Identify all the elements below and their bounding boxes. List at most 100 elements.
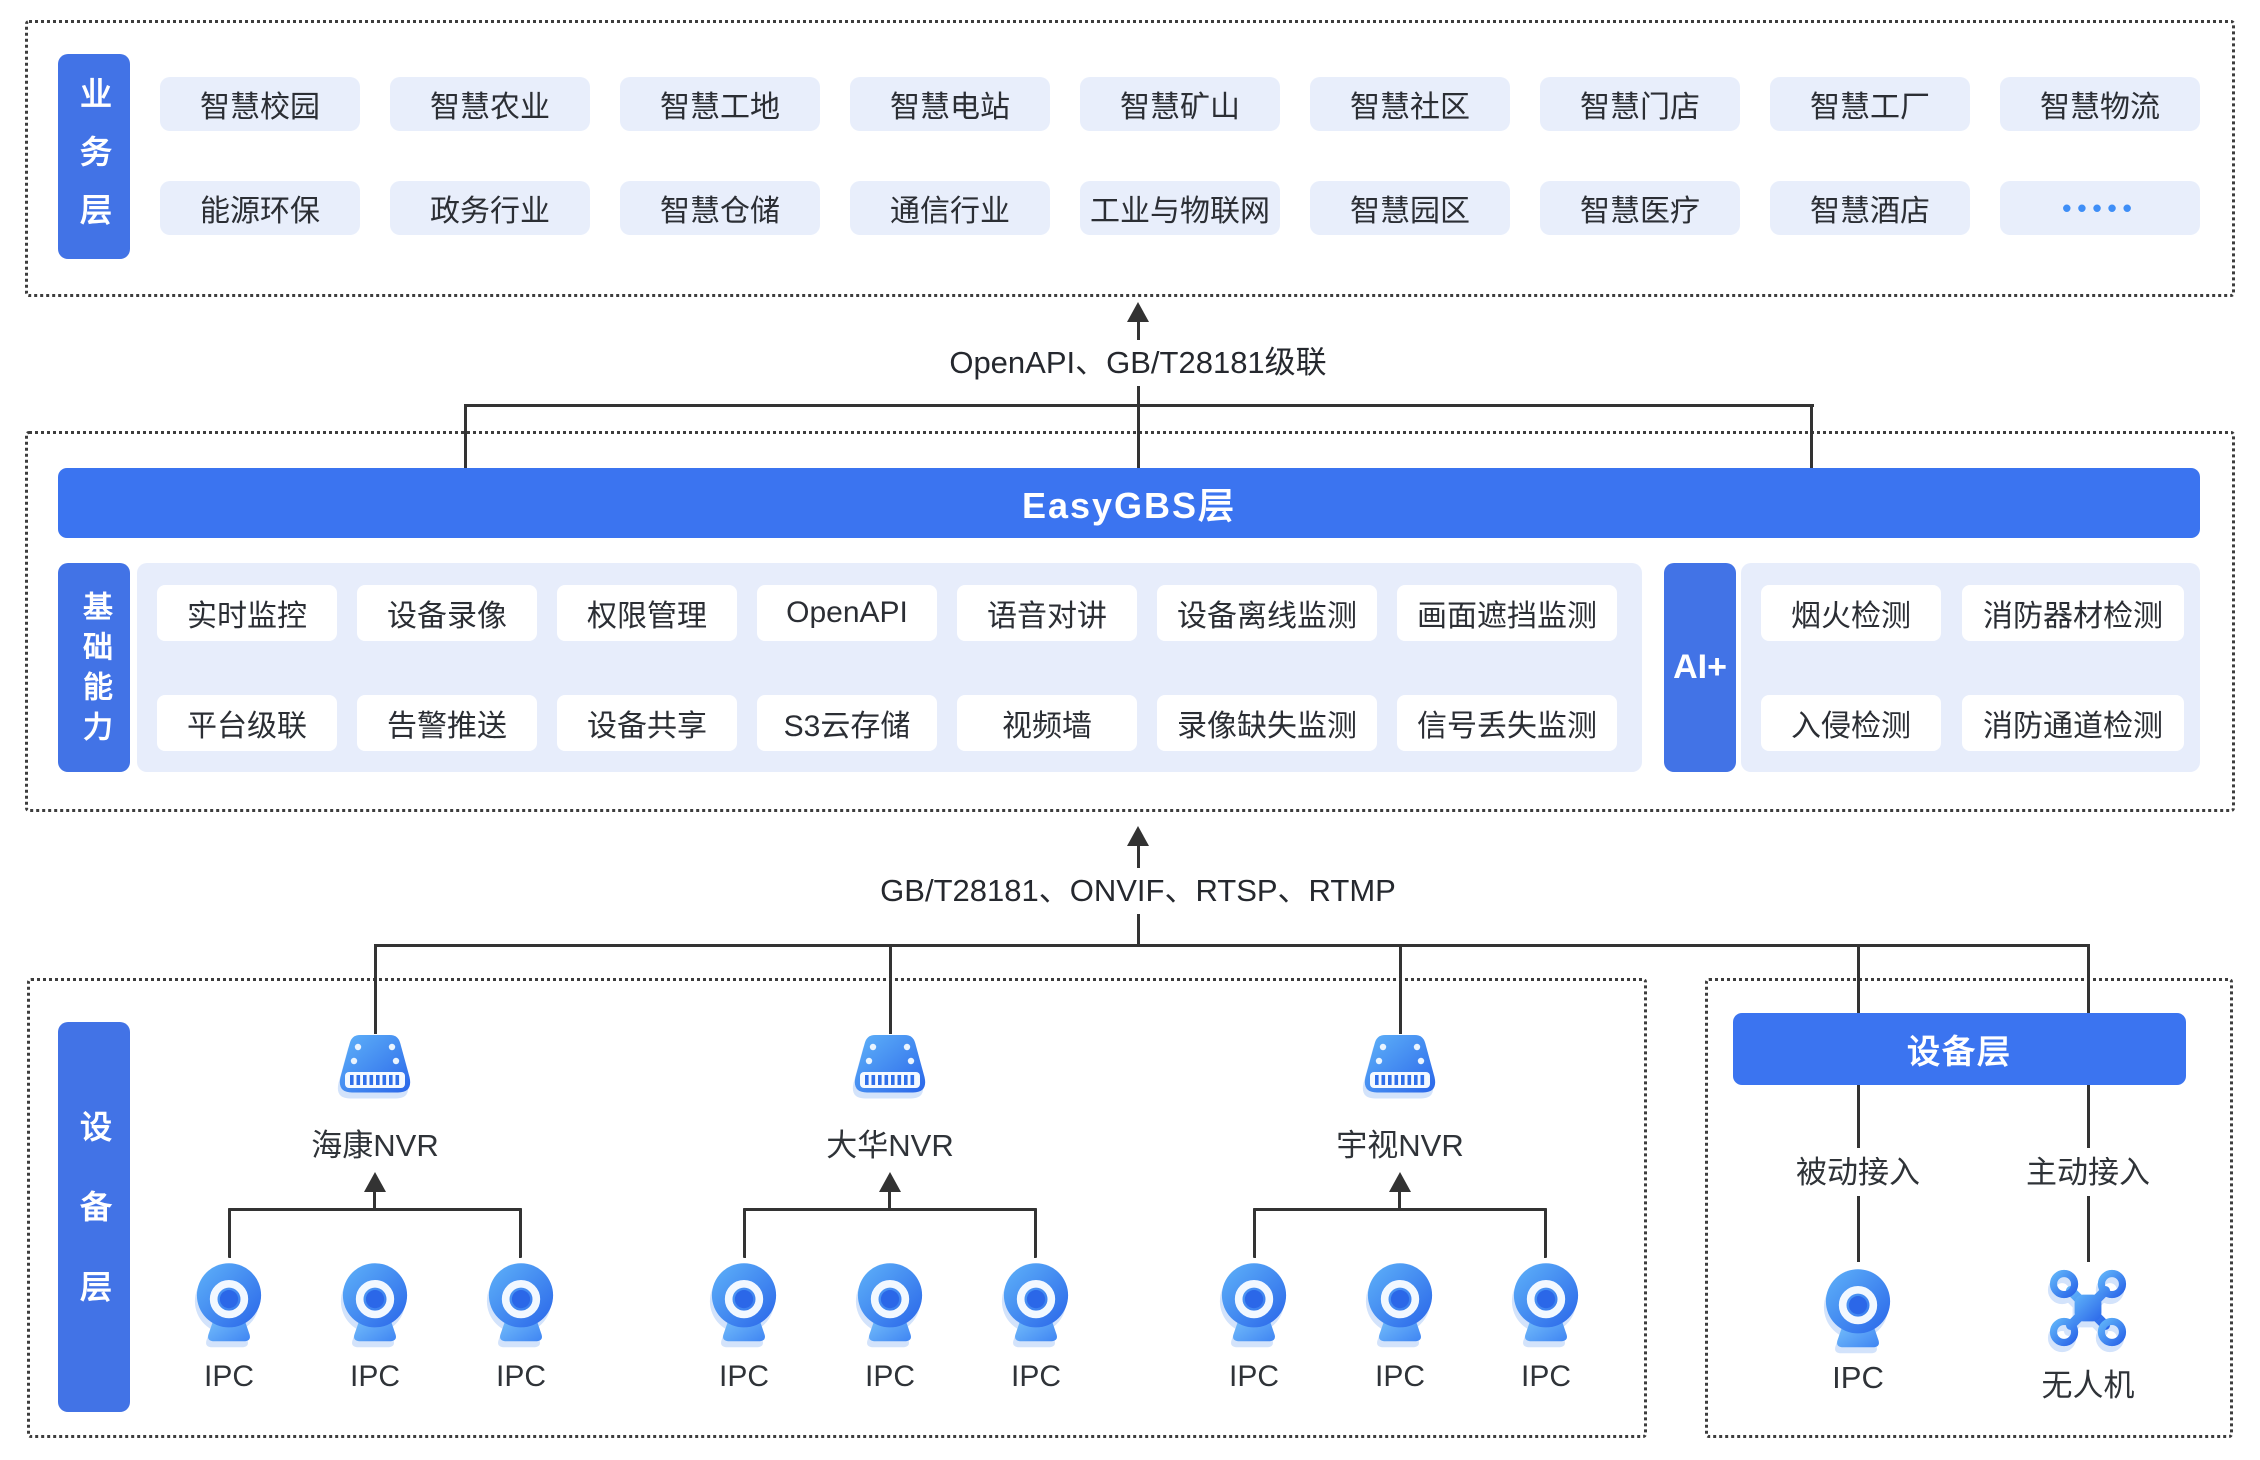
capability-item: 视频墙 xyxy=(957,695,1137,751)
camera-row: IPC IPC IPC xyxy=(1208,1256,1592,1394)
ipc-camera-icon xyxy=(844,1256,936,1348)
ai-item: 消防通道检测 xyxy=(1962,695,2184,751)
business-item: 工业与物联网 xyxy=(1080,181,1280,235)
business-item: 智慧工地 xyxy=(620,77,820,131)
connector-line xyxy=(1857,1085,1860,1148)
ipc-camera-icon xyxy=(990,1256,1082,1348)
right-device-panel xyxy=(1705,978,2233,1438)
connector-line xyxy=(1398,1190,1401,1208)
nvr-group: 海康NVR IPC IPC IPC xyxy=(183,1032,567,1416)
ai-row: 入侵检测消防通道检测 xyxy=(1761,695,2184,751)
capability-item: S3云存储 xyxy=(757,695,937,751)
right-device-panel-header: 设备层 xyxy=(1733,1013,2186,1085)
nvr-group: 宇视NVR IPC IPC IPC xyxy=(1208,1032,1592,1416)
connector-line xyxy=(1857,1196,1860,1262)
ipc-label: IPC xyxy=(1520,1360,1571,1393)
arrow-up-icon xyxy=(879,1172,901,1192)
ipc-label: IPC xyxy=(203,1360,254,1393)
capability-item: 设备共享 xyxy=(557,695,737,751)
ipc-camera-icon xyxy=(475,1256,567,1348)
nvr-icon xyxy=(327,1032,423,1108)
connector-bracket xyxy=(743,1208,1037,1258)
ipc-label: IPC xyxy=(1228,1360,1279,1393)
capability-item: OpenAPI xyxy=(757,585,937,641)
nvr-label: 宇视NVR xyxy=(1336,1128,1464,1163)
connector-line xyxy=(464,404,467,468)
top-connector-label: OpenAPI、GB/T28181级联 xyxy=(929,340,1347,386)
connector-line xyxy=(1810,404,1813,468)
connector-line xyxy=(1857,944,1860,1014)
business-item: 智慧园区 xyxy=(1310,181,1510,235)
ipc-camera: IPC xyxy=(183,1256,275,1394)
connector-line xyxy=(465,404,1814,407)
ipc-camera: IPC xyxy=(1208,1256,1300,1394)
ipc-label: IPC xyxy=(718,1360,769,1393)
ipc-camera-icon xyxy=(1812,1262,1904,1354)
capability-item: 权限管理 xyxy=(557,585,737,641)
ipc-camera: IPC xyxy=(329,1256,421,1394)
capability-item: 录像缺失监测 xyxy=(1157,695,1377,751)
capability-item: 告警推送 xyxy=(357,695,537,751)
device-layer-sidebar-label: 设备层 xyxy=(76,1110,112,1350)
drone-icon xyxy=(2042,1262,2134,1354)
business-row: 能源环保政务行业智慧仓储通信行业工业与物联网智慧园区智慧医疗智慧酒店••••• xyxy=(160,181,2200,235)
business-item: 智慧社区 xyxy=(1310,77,1510,131)
ipc-camera: IPC xyxy=(698,1256,790,1394)
capability-item: 设备录像 xyxy=(357,585,537,641)
ai-sidebar-label: AI+ xyxy=(1673,648,1727,686)
ipc-camera: IPC xyxy=(1500,1256,1592,1394)
ipc-camera: IPC xyxy=(844,1256,936,1394)
connector-line xyxy=(889,944,892,1034)
ipc-camera-icon xyxy=(1208,1256,1300,1348)
arrow-up-icon xyxy=(1389,1172,1411,1192)
right-device-label: IPC xyxy=(1832,1360,1884,1395)
connector-line xyxy=(2087,1085,2090,1148)
business-item: 通信行业 xyxy=(850,181,1050,235)
capability-item: 画面遮挡监测 xyxy=(1397,585,1617,641)
ai-sidebar: AI+ xyxy=(1664,563,1736,772)
ipc-label: IPC xyxy=(349,1360,400,1393)
capability-item: 设备离线监测 xyxy=(1157,585,1377,641)
business-item: 智慧电站 xyxy=(850,77,1050,131)
right-device-label: 无人机 xyxy=(2041,1368,2135,1403)
connector-line xyxy=(2087,1196,2090,1262)
connector-line xyxy=(1137,320,1140,468)
ipc-label: IPC xyxy=(1374,1360,1425,1393)
bottom-connector-label: GB/T28181、ONVIF、RTSP、RTMP xyxy=(860,868,1416,914)
business-item: 智慧工厂 xyxy=(1770,77,1970,131)
passive-access-label: 被动接入 xyxy=(1796,1155,1920,1190)
ipc-camera: IPC xyxy=(990,1256,1082,1394)
easygbs-layer-panel xyxy=(25,431,2235,812)
business-layer-sidebar: 业务层 xyxy=(58,54,130,259)
ipc-camera-icon xyxy=(329,1256,421,1348)
connector-bracket xyxy=(1253,1208,1547,1258)
nvr-group: 大华NVR IPC IPC IPC xyxy=(698,1032,1082,1416)
business-item: 智慧门店 xyxy=(1540,77,1740,131)
nvr-label: 大华NVR xyxy=(826,1128,954,1163)
device-layer-panel xyxy=(27,978,1647,1438)
business-item: 智慧医疗 xyxy=(1540,181,1740,235)
camera-row: IPC IPC IPC xyxy=(698,1256,1082,1394)
ipc-label: IPC xyxy=(495,1360,546,1393)
business-item: 智慧矿山 xyxy=(1080,77,1280,131)
business-item: 智慧农业 xyxy=(390,77,590,131)
ipc-camera-icon xyxy=(698,1256,790,1348)
connector-line xyxy=(2087,944,2090,1014)
connector-line xyxy=(374,944,377,1034)
capability-item: 实时监控 xyxy=(157,585,337,641)
business-item: 智慧仓储 xyxy=(620,181,820,235)
camera-row: IPC IPC IPC xyxy=(183,1256,567,1394)
easygbs-bar: EasyGBS层 xyxy=(58,468,2200,538)
connector-line xyxy=(1399,944,1402,1034)
ai-row: 烟火检测消防器材检测 xyxy=(1761,585,2184,641)
ai-item: 消防器材检测 xyxy=(1962,585,2184,641)
business-item: 智慧校园 xyxy=(160,77,360,131)
nvr-label: 海康NVR xyxy=(311,1128,439,1163)
connector-bracket xyxy=(228,1208,522,1258)
device-layer-sidebar: 设备层 xyxy=(58,1022,130,1412)
business-layer-panel xyxy=(25,20,2235,297)
business-row: 智慧校园智慧农业智慧工地智慧电站智慧矿山智慧社区智慧门店智慧工厂智慧物流 xyxy=(160,77,2200,131)
